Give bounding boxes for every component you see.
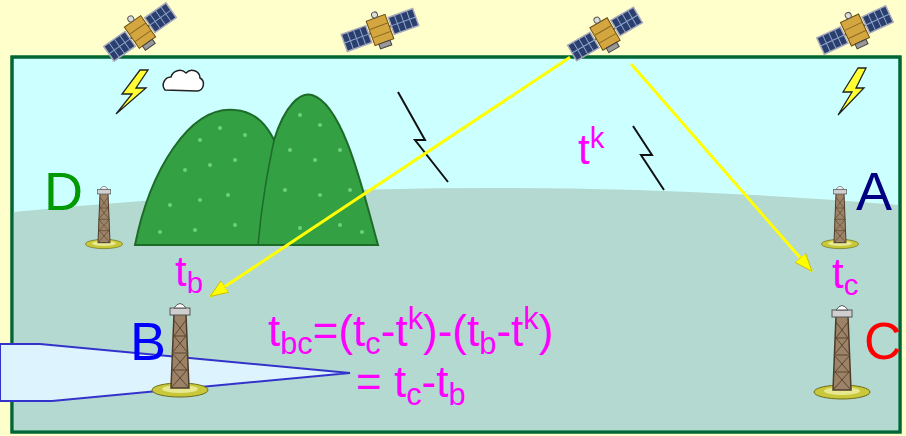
satellite — [98, 0, 181, 69]
text-holder: tk — [578, 126, 604, 174]
ground-station: tcC — [812, 250, 904, 398]
hills — [348, 188, 352, 192]
hills — [218, 126, 222, 130]
signal-bolt — [633, 126, 664, 190]
satellite — [813, 0, 898, 62]
signal-arrow — [631, 64, 812, 271]
tower-icon — [821, 186, 858, 248]
text-holder: tc — [832, 250, 858, 298]
time-label: tb — [175, 248, 203, 296]
formula: tbc=(tc-tk)-(tb-tk) — [268, 306, 553, 357]
hills — [283, 188, 287, 192]
satellite — [813, 0, 898, 62]
tower-icon — [84, 182, 124, 250]
satellite — [338, 0, 422, 60]
hills — [258, 140, 274, 245]
hills — [313, 158, 317, 162]
formula: = tc-tb — [356, 357, 466, 408]
signal-bolt — [116, 68, 866, 190]
satellite-icon — [570, 4, 640, 64]
tower-icon — [814, 306, 870, 400]
text-holder: tb — [175, 248, 203, 296]
ground-station: D — [44, 160, 129, 250]
station-letter: D — [44, 160, 83, 222]
satellite-icon — [563, 0, 647, 69]
hills — [198, 138, 202, 142]
hills — [193, 228, 197, 232]
text-holder: tbc=(tc-tk)-(tb-tk) — [268, 306, 553, 357]
ground-station: tbB — [130, 248, 210, 398]
hills — [298, 113, 302, 117]
hills — [318, 123, 322, 127]
time-label: tc — [832, 250, 858, 298]
hills — [318, 193, 322, 197]
station-letter: C — [864, 312, 902, 372]
hills — [233, 158, 237, 162]
tower-icon — [820, 182, 860, 250]
hills — [135, 95, 378, 245]
hills — [360, 230, 364, 234]
hills — [208, 163, 212, 167]
station-letter: B — [130, 310, 166, 372]
hills — [226, 193, 230, 197]
hills — [338, 223, 342, 227]
text-holder: B — [130, 310, 166, 372]
signal-bolt — [838, 68, 866, 115]
ground-station: A — [812, 160, 902, 250]
time-label: tk — [578, 126, 604, 174]
hills — [135, 95, 378, 245]
satellite — [98, 0, 181, 69]
hills — [158, 230, 162, 234]
text-holder: A — [856, 160, 892, 222]
hills — [168, 203, 172, 207]
tower-icon — [85, 186, 122, 248]
text-holder: D — [44, 160, 83, 222]
hills — [198, 198, 202, 202]
hills — [233, 223, 237, 227]
satellite: tk — [570, 4, 640, 64]
signal-arrow — [210, 57, 570, 296]
tower-icon — [812, 300, 872, 400]
hills — [288, 148, 292, 152]
text-holder: = tc-tb — [356, 357, 466, 408]
satellite — [338, 0, 422, 60]
text-holder: C — [864, 312, 902, 372]
satellite-icon — [563, 0, 647, 69]
hills — [183, 168, 187, 172]
signal-bolt — [116, 70, 148, 114]
cloud — [163, 70, 203, 91]
signal-bolt — [398, 92, 448, 182]
hills — [243, 133, 247, 137]
satellite — [98, 0, 897, 69]
hills — [298, 226, 302, 230]
hills — [338, 148, 342, 152]
station-letter: A — [856, 160, 892, 222]
